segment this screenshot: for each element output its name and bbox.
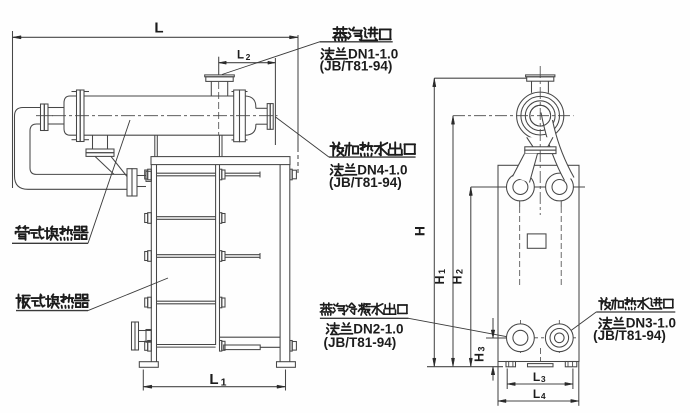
svg-text:(JB/T81-94): (JB/T81-94) bbox=[593, 328, 666, 343]
svg-text:L: L bbox=[533, 387, 540, 401]
svg-text:3: 3 bbox=[541, 374, 546, 384]
svg-text:2: 2 bbox=[455, 269, 465, 274]
svg-text:L: L bbox=[154, 20, 163, 37]
svg-text:L: L bbox=[209, 371, 218, 388]
svg-text:H: H bbox=[473, 353, 487, 362]
svg-text:(JB/T81-94): (JB/T81-94) bbox=[320, 59, 393, 74]
svg-text:DN3-1.0: DN3-1.0 bbox=[626, 316, 676, 331]
svg-text:H: H bbox=[433, 275, 447, 284]
svg-text:H: H bbox=[451, 275, 465, 284]
svg-text:DN2-1.0: DN2-1.0 bbox=[353, 322, 403, 337]
svg-text:1: 1 bbox=[221, 377, 227, 389]
svg-text:2: 2 bbox=[246, 52, 251, 62]
svg-text:H: H bbox=[412, 226, 428, 236]
svg-text:3: 3 bbox=[477, 346, 487, 351]
svg-text:DN1-1.0: DN1-1.0 bbox=[348, 46, 398, 61]
svg-text:1: 1 bbox=[437, 269, 447, 274]
svg-text:(JB/T81-94): (JB/T81-94) bbox=[329, 175, 402, 190]
svg-text:(JB/T81-94): (JB/T81-94) bbox=[324, 335, 397, 350]
svg-text:L: L bbox=[237, 49, 244, 61]
svg-text:DN4-1.0: DN4-1.0 bbox=[357, 162, 407, 177]
svg-text:L: L bbox=[533, 370, 540, 384]
svg-text:4: 4 bbox=[541, 391, 546, 401]
